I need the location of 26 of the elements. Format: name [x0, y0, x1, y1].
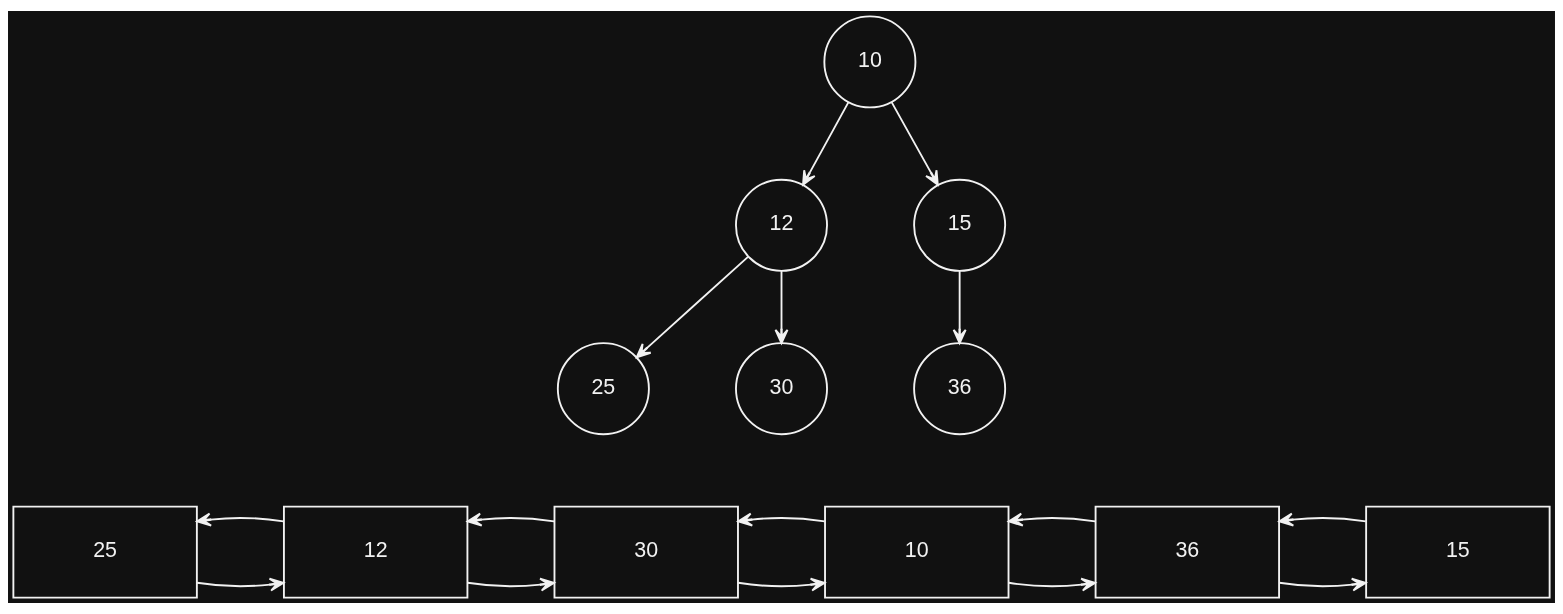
arrow: [802, 101, 850, 186]
node-circle: 12: [735, 178, 828, 272]
arrow: [737, 512, 826, 527]
node-box: 10: [824, 505, 1010, 599]
arrow: [1278, 577, 1367, 592]
node-circle: 30: [735, 342, 828, 436]
node-box: 12: [283, 505, 469, 599]
arrow: [952, 270, 967, 345]
arrow: [1278, 512, 1367, 527]
arrow: [774, 270, 789, 345]
node-box: 36: [1094, 505, 1280, 599]
node-circle: 15: [913, 178, 1007, 272]
arrow: [737, 577, 826, 592]
arrow: [635, 255, 749, 359]
node-circle: 36: [913, 342, 1007, 436]
arrow: [196, 577, 285, 592]
node-box: 15: [1365, 505, 1551, 599]
arrow: [1007, 577, 1097, 592]
arrow: [890, 101, 939, 186]
node-box: 25: [12, 505, 198, 599]
arrow: [466, 512, 556, 527]
node-box: 30: [553, 505, 739, 599]
arrow: [1007, 512, 1097, 527]
node-circle: 10: [823, 15, 917, 109]
arrow: [196, 512, 285, 527]
arrow: [466, 577, 556, 592]
